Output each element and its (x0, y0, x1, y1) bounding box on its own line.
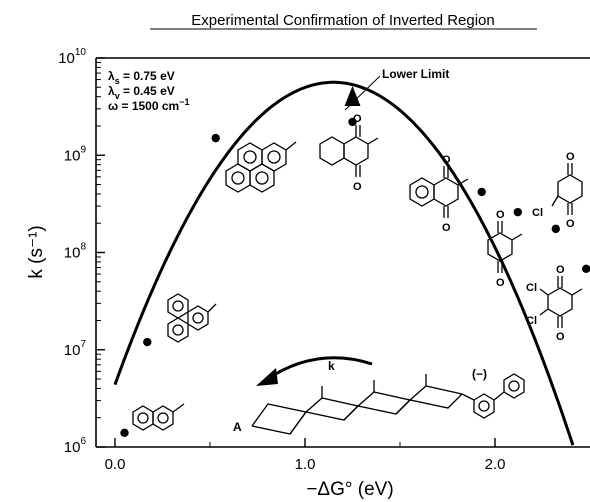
y-tick-label: 109 (64, 144, 87, 164)
data-points (120, 117, 590, 437)
svg-text:O: O (353, 181, 362, 193)
svg-text:O: O (566, 151, 575, 163)
data-point (582, 264, 590, 273)
phenanthrene-structure (167, 293, 217, 343)
pyrene-structure (225, 141, 297, 193)
y-tick-label: 106 (64, 436, 87, 456)
cl-label-3: Cl (526, 315, 537, 327)
parameter-list: λs = 0.75 eV λv = 0.45 eV ω = 1500 cm−1 (108, 69, 189, 113)
param-omega: ω = 1500 cm−1 (108, 97, 189, 113)
dihydro-naphthoquinone-structure: O O (319, 113, 379, 193)
k-transfer-arrow (265, 356, 373, 382)
methylbenzoquinone-structure: O O (487, 209, 523, 289)
svg-text:O: O (442, 154, 451, 166)
marcus-fit-curve (113, 80, 575, 446)
acceptor-end-label: A (233, 420, 242, 434)
svg-text:O: O (353, 113, 362, 125)
cl-label-2: Cl (526, 282, 537, 294)
chloroquinone-structure: O O Cl (532, 151, 583, 230)
lower-limit-label: Lower Limit (382, 67, 449, 81)
naphthoquinone-structure: O O (409, 154, 469, 234)
svg-text:O: O (496, 277, 505, 289)
anion-charge-label: (−) (472, 367, 487, 381)
svg-text:O: O (556, 264, 565, 276)
k-arrowhead (256, 368, 278, 386)
x-tick-label: 2.0 (485, 456, 506, 473)
lower-limit-arrow (344, 85, 361, 106)
y-tick-label: 108 (64, 242, 87, 262)
svg-text:O: O (496, 209, 505, 221)
y-tick-label: 107 (64, 339, 87, 359)
data-point (143, 337, 152, 347)
svg-text:O: O (442, 222, 451, 234)
param-lambda-s: λs = 0.75 eV (108, 69, 175, 86)
y-axis-label: k (s⁻¹) (26, 225, 47, 278)
steroid-spacer-schematic (251, 373, 525, 435)
x-tick-label: 0.0 (105, 456, 126, 473)
data-point (120, 428, 129, 437)
y-tick-label: 1010 (58, 47, 86, 67)
dichloroquinone-structure: O O Cl Cl (526, 264, 583, 343)
data-point (211, 133, 220, 143)
k-arrow-label: k (328, 359, 335, 373)
cl-label-1: Cl (532, 207, 543, 219)
chart-title: Experimental Confirmation of Inverted Re… (191, 12, 495, 29)
data-point (477, 187, 486, 197)
data-point (551, 224, 560, 234)
axis-ticks: 106 107 108 109 1010 0.0 1.0 2.0 (58, 47, 505, 473)
x-axis-label: −ΔG° (eV) (306, 479, 393, 500)
data-point (513, 207, 522, 217)
param-lambda-v: λv = 0.45 eV (108, 84, 175, 101)
naphthalene-structure (132, 403, 185, 431)
svg-text:O: O (556, 331, 565, 343)
svg-text:O: O (566, 218, 575, 230)
x-tick-label: 1.0 (295, 456, 316, 473)
data-point (348, 117, 357, 127)
